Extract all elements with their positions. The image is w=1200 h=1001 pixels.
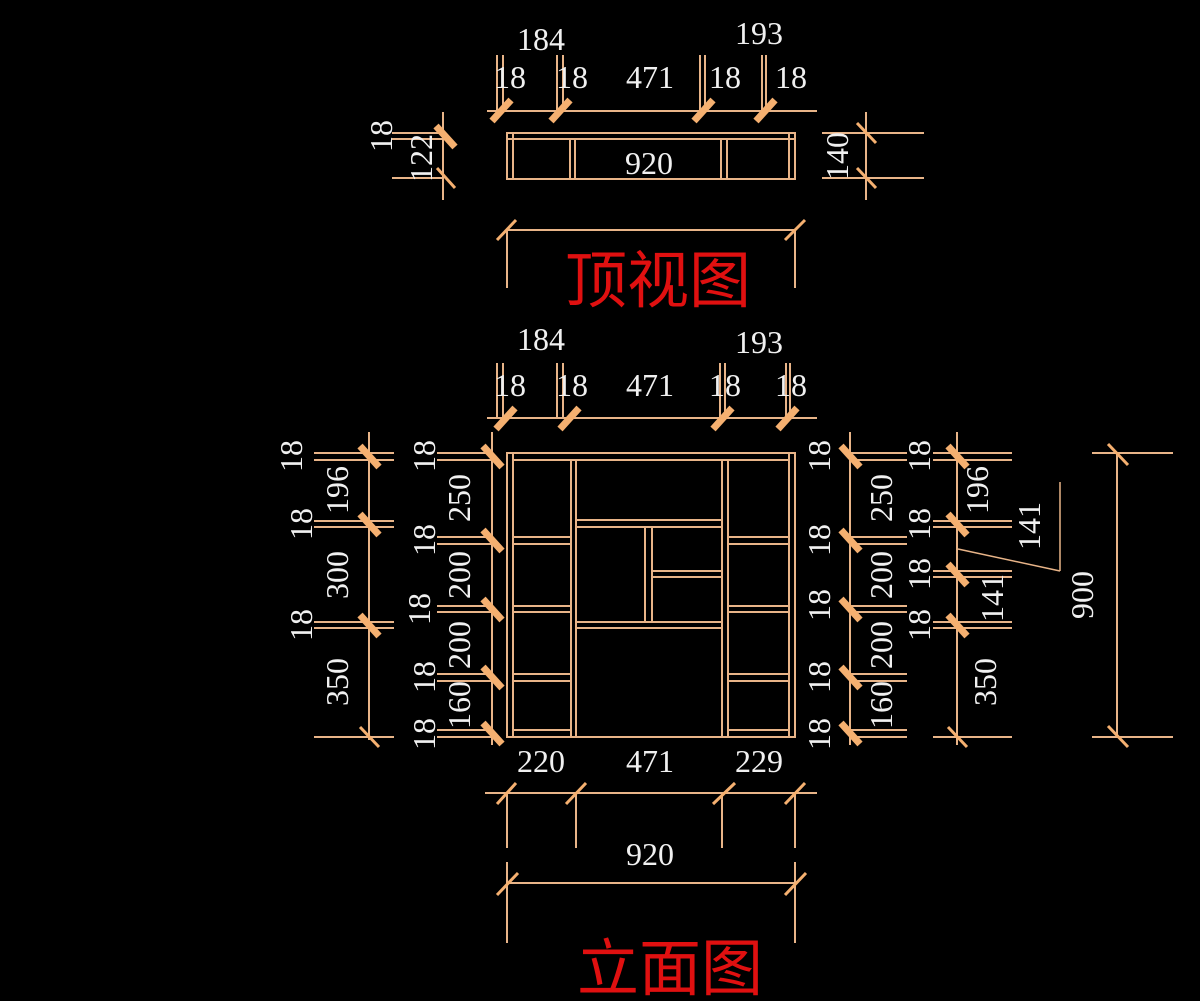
left-inner-panel: 18	[401, 593, 437, 625]
elevation-right-outer-dimension: 18 196 18 18 141 18 141 350	[901, 432, 1061, 749]
top-view-top-dimension: 184 193 18 18 471 18 18	[487, 15, 817, 124]
top-view-depth-panel: 18	[363, 120, 399, 152]
left-inner-panel: 18	[406, 524, 442, 556]
elevation-left-inner-dimension: 18 250 18 200 18 200 18 160 18	[401, 432, 505, 750]
top-view-dim-group-right: 193	[735, 15, 783, 51]
top-view-cabinet-outline: 920	[506, 132, 796, 181]
elevation-dim-seg: 18	[709, 367, 741, 403]
bottom-dim-right: 229	[735, 743, 783, 779]
top-view-dim-seg: 18	[494, 59, 526, 95]
elevation-left-outer-dimension: 18 196 18 300 18 350	[273, 432, 394, 749]
bottom-dim-middle: 471	[626, 743, 674, 779]
right-outer-space: 141	[974, 574, 1010, 622]
elevation-dim-group-left: 184	[517, 321, 565, 357]
top-view-dim-seg: 471	[626, 59, 674, 95]
right-inner-panel: 18	[801, 440, 837, 472]
right-inner-space: 160	[863, 681, 899, 729]
left-inner-panel: 18	[406, 440, 442, 472]
right-outer-space: 196	[959, 466, 995, 514]
left-inner-panel: 18	[406, 661, 442, 693]
left-outer-panel: 18	[273, 440, 309, 472]
right-inner-panel: 18	[801, 589, 837, 621]
elevation-overall-height-dimension: 900	[1064, 442, 1173, 749]
right-inner-space: 250	[863, 474, 899, 522]
right-outer-panel: 18	[901, 508, 937, 540]
elevation-width-label: 920	[626, 836, 674, 872]
left-outer-panel: 18	[283, 508, 319, 540]
top-view-dim-seg: 18	[775, 59, 807, 95]
top-view-dim-seg: 18	[556, 59, 588, 95]
bottom-dim-left: 220	[517, 743, 565, 779]
left-inner-space: 200	[441, 551, 477, 599]
right-outer-space: 350	[967, 658, 1003, 706]
top-view-dim-seg: 18	[709, 59, 741, 95]
elevation-view: 184 193 18 18 471 18 18	[273, 321, 1173, 1001]
elevation-height-label: 900	[1064, 571, 1100, 619]
left-inner-space: 160	[441, 681, 477, 729]
elevation-dim-seg: 18	[775, 367, 807, 403]
top-view-bottom-dimension	[495, 218, 807, 288]
top-view: 184 193 18 18 471 18 18 920 18	[363, 15, 924, 317]
right-inner-space: 200	[863, 551, 899, 599]
left-inner-space: 200	[441, 621, 477, 669]
left-outer-panel: 18	[283, 609, 319, 641]
elevation-top-dimension: 184 193 18 18 471 18 18	[487, 321, 817, 432]
top-view-depth-overall: 140	[819, 132, 855, 180]
left-inner-space: 250	[441, 474, 477, 522]
elevation-dim-seg: 18	[556, 367, 588, 403]
right-outer-leader-label: 141	[1011, 502, 1047, 550]
right-inner-panel: 18	[801, 524, 837, 556]
left-inner-panel: 18	[406, 718, 442, 750]
right-inner-panel: 18	[801, 661, 837, 693]
top-view-left-dimension: 18 122	[363, 112, 458, 200]
elevation-bottom-dimension: 220 471 229 920	[485, 743, 817, 943]
right-outer-panel: 18	[901, 609, 937, 641]
left-outer-space: 300	[319, 551, 355, 599]
top-view-right-dimension: 140	[819, 112, 924, 200]
top-view-depth-inner: 122	[403, 134, 439, 182]
top-view-width-label: 920	[625, 145, 673, 181]
left-outer-space: 350	[319, 658, 355, 706]
right-outer-panel: 18	[901, 558, 937, 590]
elevation-right-inner-dimension: 18 250 18 200 18 200 18 160 18	[801, 432, 907, 750]
right-inner-space: 200	[863, 621, 899, 669]
top-view-title: 顶视图	[565, 244, 751, 317]
elevation-cabinet	[506, 452, 796, 738]
right-inner-panel: 18	[801, 718, 837, 750]
elevation-title: 立面图	[577, 932, 763, 1001]
right-outer-panel: 18	[901, 440, 937, 472]
elevation-dim-seg: 471	[626, 367, 674, 403]
left-outer-space: 196	[319, 466, 355, 514]
top-view-dim-group-left: 184	[517, 21, 565, 57]
elevation-dim-seg: 18	[494, 367, 526, 403]
elevation-dim-group-right: 193	[735, 324, 783, 360]
